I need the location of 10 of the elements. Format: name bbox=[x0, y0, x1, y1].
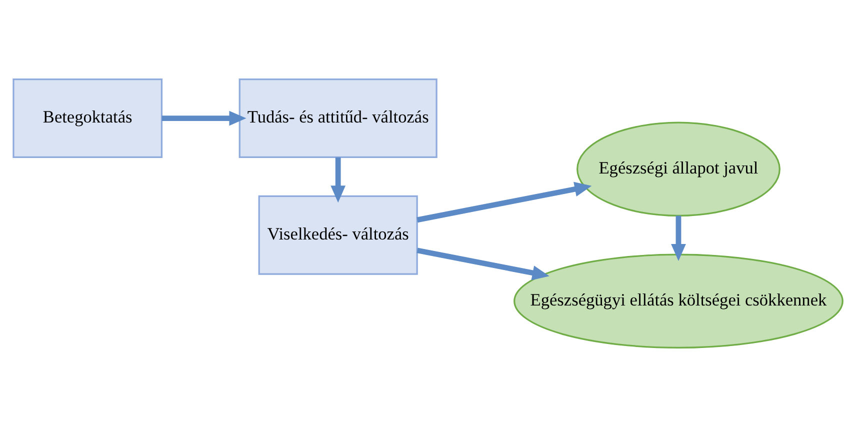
node-ellipse: Egészségi állapot javul bbox=[576, 122, 780, 216]
node-box: Betegoktatás bbox=[12, 78, 163, 158]
node-ellipse: Egészségügyi ellátás költségei csökkennek bbox=[514, 254, 844, 348]
node-box: Viselkedés- változás bbox=[258, 195, 418, 275]
arrow bbox=[330, 157, 346, 203]
arrow bbox=[162, 110, 246, 126]
arrow bbox=[671, 216, 686, 261]
node-box: Tudás- és attitűd- változás bbox=[238, 78, 438, 158]
arrow bbox=[416, 182, 592, 223]
arrow bbox=[416, 248, 550, 280]
